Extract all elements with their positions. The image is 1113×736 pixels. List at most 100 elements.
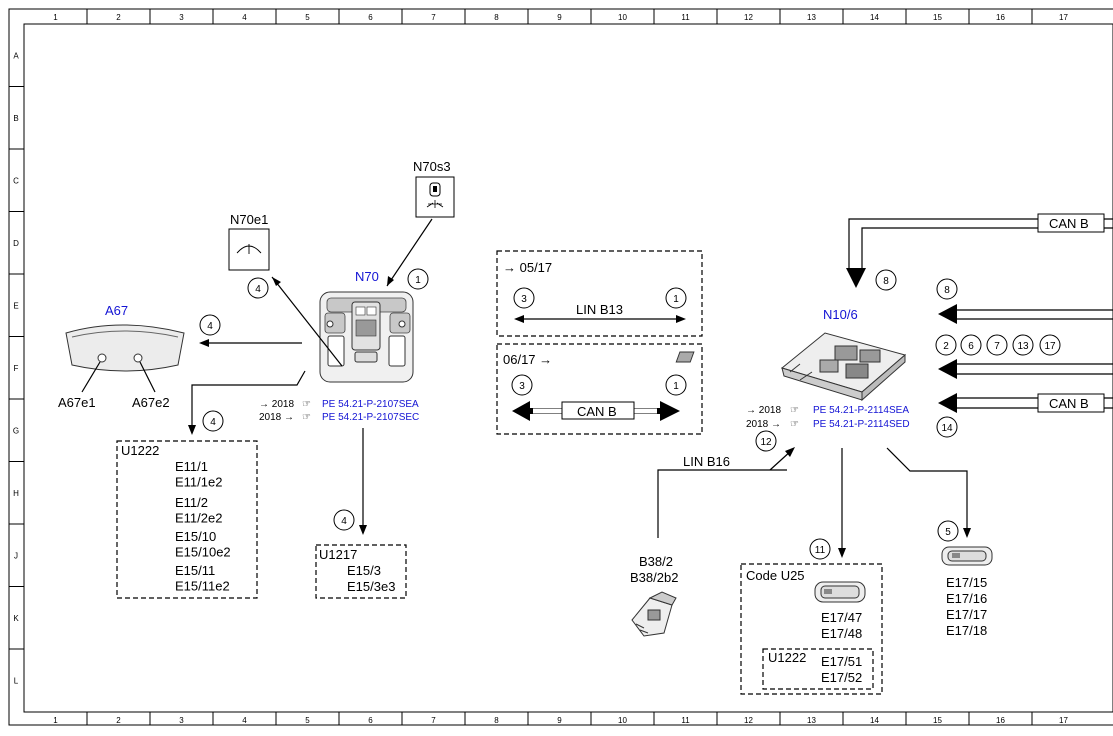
footwell-lamp-image[interactable]	[941, 546, 993, 566]
u1222-item: E11/1e2	[175, 475, 222, 490]
grid-col-label: 6	[368, 13, 373, 22]
grid-col-label: 17	[1059, 13, 1068, 22]
u1222-box	[116, 440, 258, 599]
grid-row-label: J	[14, 551, 18, 560]
label-n70e1: N70e1	[230, 212, 268, 227]
lamp-icon	[236, 244, 262, 254]
line-a67e1	[81, 361, 101, 393]
arrow-left	[514, 315, 524, 323]
callout-1-lin: 1	[665, 287, 687, 309]
arrow-lin-b16	[785, 447, 795, 457]
label-lin-b16: LIN B16	[683, 454, 730, 469]
grid-col-label: 1	[53, 716, 58, 725]
date-from: 06/17 →	[503, 352, 552, 367]
grid-row-label: H	[13, 489, 19, 498]
manual-icon: ☞	[790, 405, 799, 416]
line-lin-b16	[657, 469, 787, 538]
label-n70: N70	[355, 269, 379, 284]
grid-col-label: 3	[179, 13, 184, 22]
callout-8-top: 8	[875, 269, 897, 291]
rear-view-mirror-image[interactable]	[65, 324, 185, 372]
grid-col-label: 13	[807, 13, 816, 22]
u25-u1222-title: U1222	[768, 650, 806, 665]
ambient-lamp-image[interactable]	[814, 581, 866, 603]
svg-text:2: 2	[943, 341, 949, 352]
callout-3-can: 3	[511, 374, 533, 396]
ref-n70-post-year: 2018 →	[259, 412, 294, 423]
ref-n10-pre-doc[interactable]: PE 54.21-P-2114SEA	[813, 405, 909, 416]
u1217-item: E15/3e3	[347, 579, 395, 594]
svg-text:14: 14	[941, 423, 953, 434]
grid-col-label: 1	[53, 13, 58, 22]
arrow-u25	[838, 548, 846, 558]
u25-item: E17/48	[821, 626, 862, 641]
grid-row-label: L	[14, 676, 19, 685]
svg-text:6: 6	[968, 341, 974, 352]
bus-arrow-1	[938, 304, 1113, 324]
u25-u1222-box	[762, 648, 874, 690]
label-b38-2: B38/2	[639, 554, 673, 569]
svg-text:3: 3	[521, 294, 527, 305]
grid-col-label: 12	[744, 13, 753, 22]
label-a67: A67	[105, 303, 128, 318]
grid-col-label: 17	[1059, 716, 1068, 725]
callout-4-a67: 4	[199, 314, 221, 336]
grid-col-label: 8	[494, 716, 499, 725]
grid-col-label: 3	[179, 716, 184, 725]
label-lin-b13: LIN B13	[576, 302, 623, 317]
svg-text:4: 4	[255, 284, 261, 295]
grid-col-label: 15	[933, 13, 942, 22]
arrow-right	[676, 315, 686, 323]
callout-4-u1222: 4	[202, 410, 224, 432]
svg-text:1: 1	[415, 275, 421, 286]
u1217-title: U1217	[319, 547, 357, 562]
code-u25-box	[740, 563, 883, 695]
grid-col-label: 7	[431, 13, 436, 22]
grid-row-label: A	[13, 51, 19, 60]
ref-n70-post-doc[interactable]: PE 54.21-P-2107SEC	[322, 412, 419, 423]
sam-control-unit-image[interactable]	[675, 332, 907, 402]
grid-row-label: K	[13, 614, 19, 623]
grid-col-label: 4	[242, 716, 247, 725]
grid-row-label: G	[13, 426, 19, 435]
grid-row-label: F	[14, 364, 19, 373]
label-a67e1: A67e1	[58, 395, 96, 410]
line-n70-n70e1	[271, 276, 343, 367]
label-a67e2: A67e2	[132, 395, 170, 410]
callout-11: 11	[809, 538, 831, 560]
u25-u1222-item: E17/52	[821, 670, 862, 685]
arrow-a67	[199, 339, 209, 347]
ref-n70-pre-doc[interactable]: PE 54.21-P-2107SEA	[322, 399, 419, 410]
svg-text:7: 7	[994, 341, 1000, 352]
can-b-label-box	[561, 401, 635, 420]
grid-col-label: 16	[996, 716, 1005, 725]
arrow-n70s3-n70	[387, 276, 394, 286]
ref-n10-pre-year: → 2018	[746, 405, 781, 416]
date-upto: → 05/17	[503, 260, 552, 275]
callout-4-n70e1: 4	[247, 277, 269, 299]
svg-text:13: 13	[1017, 341, 1029, 352]
line-a67e2	[139, 361, 156, 393]
line-n70-u1222	[191, 370, 306, 428]
svg-text:1: 1	[673, 381, 679, 392]
lin-b13-box	[496, 250, 703, 337]
grid-row-label: D	[13, 239, 19, 248]
label-n70s3: N70s3	[413, 159, 451, 174]
overhead-control-panel-image[interactable]	[319, 291, 414, 383]
ref-n10-post-doc[interactable]: PE 54.21-P-2114SED	[813, 419, 910, 430]
callout-6: 6	[960, 334, 982, 356]
can-b-top-bus	[846, 218, 1113, 288]
svg-text:1: 1	[673, 294, 679, 305]
grid-col-label: 14	[870, 716, 879, 725]
u1222-item: E15/10e2	[175, 545, 231, 560]
svg-text:3: 3	[519, 381, 525, 392]
label-b38-2b2: B38/2b2	[630, 570, 678, 585]
u1222-item: E11/2	[175, 495, 208, 510]
bus-arrow-2	[938, 359, 1113, 379]
grid-col-label: 13	[807, 716, 816, 725]
rain-light-sensor-image[interactable]	[631, 591, 677, 637]
grid-col-label: 14	[870, 13, 879, 22]
callout-3-lin: 3	[513, 287, 535, 309]
